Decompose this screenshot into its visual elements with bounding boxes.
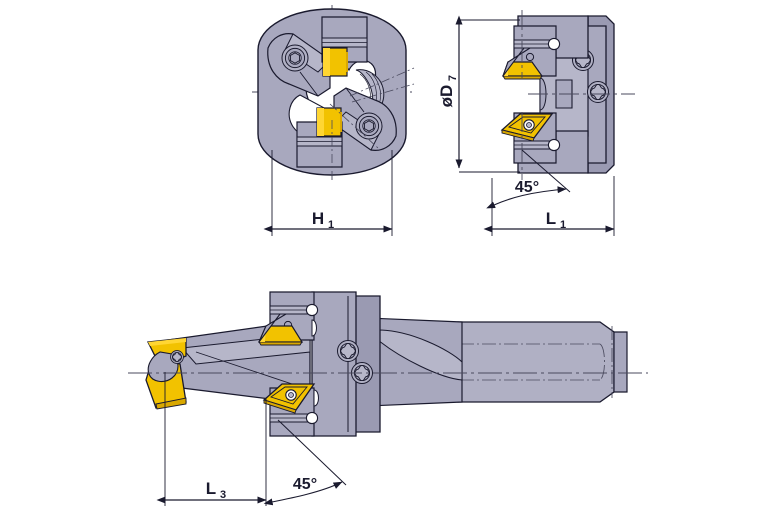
side-insert-lower-inner xyxy=(507,116,546,134)
main-taper-flute xyxy=(377,329,463,381)
l1-label-subscript: 1 xyxy=(560,219,566,231)
main-screw-upper[interactable] xyxy=(337,340,359,362)
angle-main-45: 45° xyxy=(263,419,347,506)
angle-side-arc xyxy=(486,186,567,209)
main-pin-upper xyxy=(305,303,319,317)
main-insert-upper-edge xyxy=(258,341,303,346)
main-tip-insert-upper-highlight xyxy=(148,338,186,346)
main-pin-lower xyxy=(305,411,319,425)
front-screw-lower[interactable] xyxy=(355,112,383,140)
side-insert-lower-screw-socket xyxy=(526,122,532,128)
side-hole-upper xyxy=(525,52,535,62)
main-shank-body xyxy=(457,321,615,403)
front-cartridge-lower-edge xyxy=(345,87,365,113)
side-insert-upper-edge xyxy=(502,75,543,80)
angle-side-leader xyxy=(521,149,571,193)
main-shank-end xyxy=(613,331,628,393)
main-insert-lower-screw-socket xyxy=(288,392,294,398)
angle-main-arc xyxy=(263,481,343,506)
view-front-circular: H 1 xyxy=(252,5,415,236)
main-tip-screw[interactable] xyxy=(170,350,184,364)
main-relief-lower xyxy=(313,389,319,407)
dimension-h1: H 1 xyxy=(263,150,393,236)
view-side-profile: øD 7 45° L 1 xyxy=(437,10,635,236)
side-pin-upper xyxy=(547,37,561,51)
d7-label: øD xyxy=(437,85,456,108)
side-centerlines xyxy=(521,10,635,180)
dimension-l1: L 1 xyxy=(483,176,615,236)
main-clamp-upper xyxy=(258,313,288,343)
side-screw-lower[interactable] xyxy=(587,81,609,103)
front-cartridge-upper-edge xyxy=(299,71,319,97)
d7-label-subscript: 7 xyxy=(447,75,459,81)
l3-label: L xyxy=(206,479,216,498)
front-insert-upper-highlight xyxy=(323,48,330,76)
main-insert-lower-edge xyxy=(263,399,297,414)
angle-side-label: 45° xyxy=(515,179,539,196)
front-construction-lines xyxy=(329,67,415,176)
angle-side-45: 45° xyxy=(486,149,571,209)
front-screw-upper[interactable] xyxy=(281,44,309,72)
main-insert-lower-inner xyxy=(270,386,308,405)
view-main-assembly: L 3 45° xyxy=(128,291,648,506)
side-clamp-upper xyxy=(502,47,532,77)
h1-label-subscript: 1 xyxy=(328,219,334,231)
front-insert-lower-highlight xyxy=(317,108,324,136)
l3-label-subscript: 3 xyxy=(220,489,226,501)
l1-label: L xyxy=(546,209,556,228)
angle-main-leader xyxy=(277,419,347,486)
dimension-d7: øD 7 xyxy=(437,15,520,173)
main-flange-block xyxy=(311,291,357,437)
h1-label: H xyxy=(312,209,324,228)
side-pin-lower xyxy=(547,138,561,152)
side-insert-lower-edge xyxy=(501,129,535,142)
main-relief-upper xyxy=(311,319,317,337)
main-tip-insert-lower-edge xyxy=(155,397,187,410)
angle-main-label: 45° xyxy=(293,476,317,493)
